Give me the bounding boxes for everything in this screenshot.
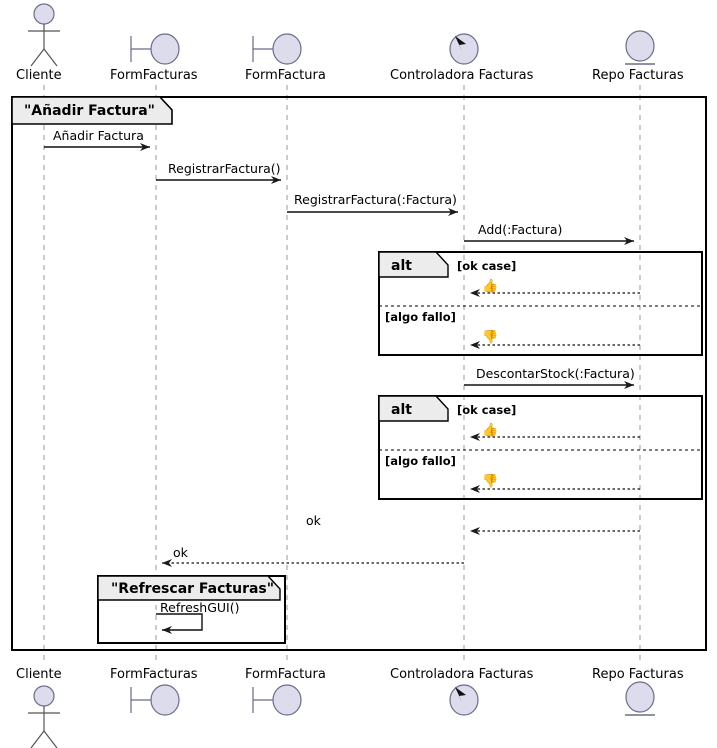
boundary-icon xyxy=(272,684,302,716)
participant-head-cliente[interactable] xyxy=(28,3,60,67)
fragment-group-refrescar-facturas xyxy=(97,575,286,644)
participant-label-repo-facturas-bottom: Repo Facturas xyxy=(592,667,684,682)
participant-head-formfactura[interactable] xyxy=(252,33,302,65)
participant-foot-formfactura[interactable] xyxy=(252,684,302,716)
thumbs-down-icon-m6: 👎 xyxy=(482,330,499,345)
participant-label-repo-facturas-top: Repo Facturas xyxy=(592,68,684,83)
participant-head-repo-facturas[interactable] xyxy=(625,30,655,65)
control-icon-arrow xyxy=(455,687,466,702)
guard-alt-1-fallo: [algo fallo] xyxy=(385,310,456,324)
fragment-label-alt-2: alt xyxy=(391,402,412,418)
thumbs-down-icon-m9: 👎 xyxy=(482,474,499,489)
message-label-m3: RegistrarFactura(:Factura) xyxy=(294,192,457,207)
message-label-m7: DescontarStock(:Factura) xyxy=(476,366,635,381)
message-arrow-m12-self xyxy=(156,613,203,634)
actor-stick-figure-icon xyxy=(33,685,55,707)
message-label-m2: RegistrarFactura() xyxy=(168,161,281,176)
participant-label-cliente-bottom: Cliente xyxy=(16,667,62,682)
fragment-label-alt-1: alt xyxy=(391,258,412,274)
message-label-m10: ok xyxy=(306,513,321,528)
participant-label-formfacturas-top: FormFacturas xyxy=(110,68,198,83)
fragment-alt-add-factura xyxy=(378,251,703,356)
participant-label-controladora-facturas-top: Controladora Facturas xyxy=(390,68,534,83)
fragment-group-anadir-factura xyxy=(11,96,707,651)
thumbs-up-icon-m8: 👍 xyxy=(482,423,499,438)
participant-head-formfacturas[interactable] xyxy=(130,33,180,65)
participant-foot-repo-facturas[interactable] xyxy=(625,681,655,716)
guard-alt-2-fallo: [algo fallo] xyxy=(385,454,456,468)
thumbs-up-icon-m5: 👍 xyxy=(482,279,499,294)
message-label-m12: RefreshGUI() xyxy=(160,600,240,615)
fragment-tab-alt-1 xyxy=(378,251,449,278)
lifelines-layer xyxy=(43,85,641,662)
control-icon-arrow xyxy=(455,36,466,51)
participant-label-formfacturas-bottom: FormFacturas xyxy=(110,667,198,682)
message-label-m1: Añadir Factura xyxy=(53,128,144,143)
control-icon xyxy=(449,33,479,65)
boundary-icon xyxy=(272,33,302,65)
participant-head-controladora-facturas[interactable] xyxy=(449,33,479,65)
boundary-icon xyxy=(150,33,180,65)
fragment-label-anadir-factura: "Añadir Factura" xyxy=(24,103,155,119)
guard-alt-1-ok: [ok case] xyxy=(457,259,517,273)
guard-alt-2-ok: [ok case] xyxy=(457,403,517,417)
fragment-label-refrescar-facturas: "Refrescar Facturas" xyxy=(111,581,275,597)
boundary-icon xyxy=(150,684,180,716)
participant-label-formfactura-top: FormFactura xyxy=(245,68,326,83)
entity-icon xyxy=(625,30,655,62)
participant-foot-formfacturas[interactable] xyxy=(130,684,180,716)
entity-icon xyxy=(625,681,655,713)
participant-label-controladora-facturas-bottom: Controladora Facturas xyxy=(390,667,534,682)
participant-label-formfactura-bottom: FormFactura xyxy=(245,667,326,682)
message-label-m11: ok xyxy=(173,545,188,560)
actor-stick-figure-icon xyxy=(33,3,55,25)
fragment-tab-refrescar-facturas xyxy=(97,575,281,601)
fragment-tab-anadir-factura xyxy=(11,96,173,125)
control-icon xyxy=(449,684,479,716)
messages-layer xyxy=(44,143,640,634)
participant-foot-cliente[interactable] xyxy=(28,685,60,748)
message-label-m4: Add(:Factura) xyxy=(478,222,563,237)
fragment-alt-descontar-stock xyxy=(378,395,703,500)
participant-label-cliente-top: Cliente xyxy=(16,68,62,83)
fragment-tab-alt-2 xyxy=(378,395,449,422)
participant-foot-controladora-facturas[interactable] xyxy=(449,684,479,716)
